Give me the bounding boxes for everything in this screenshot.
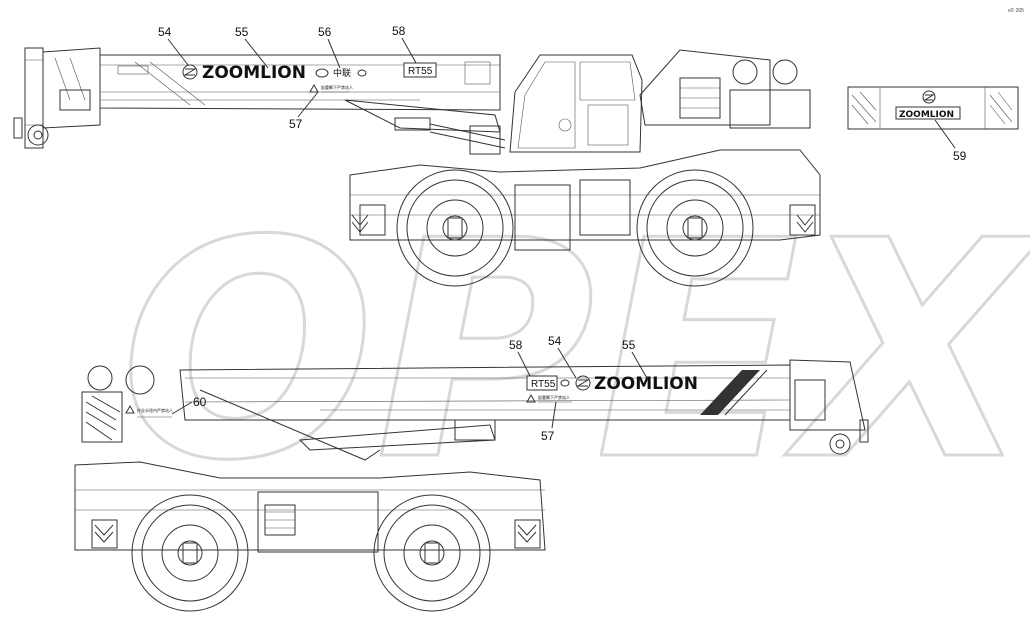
- callout-54-top: 54: [158, 25, 189, 66]
- svg-text:58: 58: [509, 338, 523, 352]
- carrier-bottom: [74, 461, 546, 553]
- wheel-rear-top: [636, 169, 754, 287]
- counterweight-decal-detail: ZOOMLION: [847, 86, 1019, 130]
- counterweight-bottom: [81, 365, 155, 443]
- carrier-top: [349, 149, 821, 251]
- chinese-mark-top: 中联: [333, 67, 351, 78]
- svg-text:57: 57: [541, 429, 555, 443]
- corner-mark: s© 205: [1008, 7, 1024, 14]
- decal-zoomlion-bottom: ZOOMLION: [560, 374, 698, 394]
- svg-text:58: 58: [392, 24, 406, 38]
- svg-text:54: 54: [158, 25, 172, 39]
- callout-57-top: 57: [289, 91, 319, 131]
- svg-text:57: 57: [289, 117, 303, 131]
- brand-name-detail: ZOOMLION: [899, 110, 954, 120]
- boom-stripe-dark: [700, 370, 760, 415]
- decal-model-bottom: RT55: [526, 375, 558, 391]
- model-label-bottom: RT55: [531, 379, 556, 390]
- brand-name-top: ZOOMLION: [202, 63, 306, 83]
- decal-warning-top: 起重臂下严禁站人: [309, 83, 353, 93]
- wheel-front-top: [396, 169, 514, 287]
- warning-text-top: 起重臂下严禁站人: [321, 84, 353, 90]
- decal-zoomlion-top: ZOOMLION: [182, 63, 306, 83]
- svg-text:56: 56: [318, 25, 332, 39]
- warning-text-bottom: 起重臂下严禁站人: [538, 394, 570, 400]
- boom-head-top: [13, 47, 101, 149]
- callout-59: 59: [934, 119, 967, 163]
- stripe-warning-text: 作业半径内严禁站人: [137, 407, 173, 413]
- svg-text:54: 54: [548, 334, 562, 348]
- crane-view-top: ZOOMLION 中联 RT55 起重臂下严禁站人 54 55 56: [13, 24, 821, 287]
- decal-chinese-mark-top: 中联: [315, 67, 367, 78]
- callout-55-bottom: 55: [622, 338, 649, 381]
- callout-54-bottom: 54: [548, 334, 577, 379]
- wheel-front-bottom: [131, 494, 249, 612]
- callout-55-top: 55: [235, 25, 269, 69]
- decal-stripe-warning-bottom: 作业半径内严禁站人: [125, 404, 173, 418]
- counterweight-top: [639, 49, 811, 129]
- svg-text:60: 60: [193, 395, 207, 409]
- crane-view-bottom: 作业半径内严禁站人 RT55 ZOOMLION 起重臂下严禁站人 58 54: [74, 334, 869, 612]
- boom-head-bottom: [789, 359, 869, 455]
- callout-58-top: 58: [392, 24, 417, 64]
- svg-text:55: 55: [235, 25, 249, 39]
- model-label-top: RT55: [408, 66, 433, 77]
- wheel-rear-bottom: [373, 494, 491, 612]
- decal-warning-bottom: 起重臂下严禁站人: [526, 393, 572, 403]
- callout-60: 60: [171, 395, 207, 415]
- brand-name-bottom: ZOOMLION: [594, 374, 698, 394]
- callout-58-bottom: 58: [509, 338, 531, 377]
- decal-model-top: RT55: [403, 62, 437, 78]
- svg-text:59: 59: [953, 149, 967, 163]
- watermark-text: OPEX: [120, 177, 1030, 526]
- svg-text:55: 55: [622, 338, 636, 352]
- callout-56-top: 56: [318, 25, 341, 69]
- callout-57-bottom: 57: [541, 401, 557, 443]
- cab-top: [509, 54, 643, 153]
